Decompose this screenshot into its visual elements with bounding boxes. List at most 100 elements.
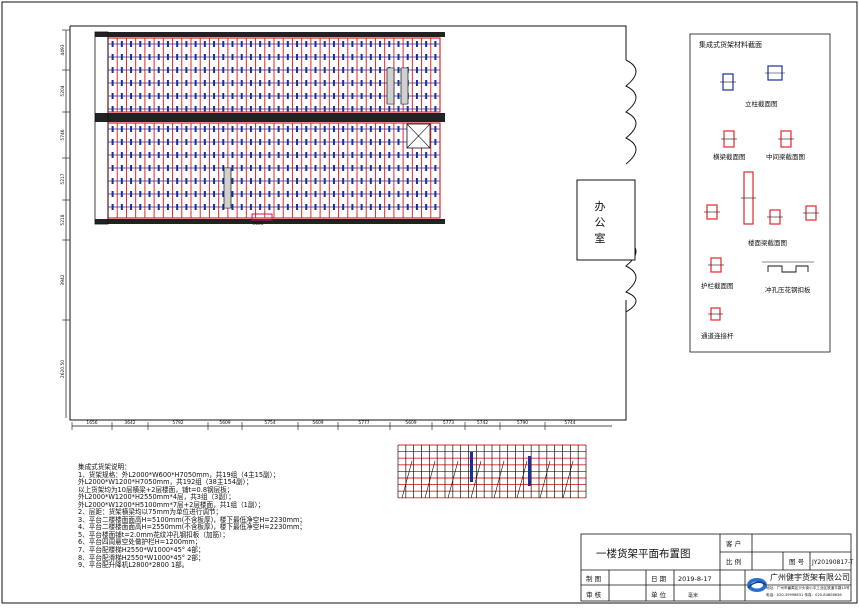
- connector-section-label: 通道连接杆: [701, 331, 734, 340]
- rack-post: [305, 191, 308, 197]
- rack-post: [130, 204, 133, 210]
- rack-post: [249, 54, 252, 60]
- rack-post: [166, 126, 169, 132]
- rack-post: [342, 152, 345, 158]
- guardrail-section-label: 护栏截面图: [701, 281, 734, 290]
- rack-post: [434, 80, 437, 86]
- rack-post: [369, 41, 372, 47]
- bottom-dim-value: 5792: [172, 420, 183, 426]
- rack-post: [176, 126, 179, 132]
- rack-post: [231, 41, 234, 47]
- rack-post: [249, 80, 252, 86]
- rack-post: [379, 126, 382, 132]
- rack-post: [194, 191, 197, 197]
- upright-section-icon: [720, 73, 736, 91]
- rack-post: [286, 152, 289, 158]
- bottom-aisle: [95, 219, 445, 224]
- rack-post: [323, 152, 326, 158]
- rack-post: [388, 191, 391, 197]
- rack-post: [185, 139, 188, 145]
- rack-post: [259, 41, 262, 47]
- rack-post: [111, 165, 114, 171]
- left-dim-value: 2620.50: [60, 360, 66, 378]
- rack-post: [185, 165, 188, 171]
- bottom-dim-value: 5609: [312, 420, 323, 426]
- rack-post: [120, 106, 123, 112]
- rack-post: [305, 80, 308, 86]
- rack-post: [305, 204, 308, 210]
- rack-post: [351, 178, 354, 184]
- rack-post: [111, 204, 114, 210]
- rack-post: [305, 165, 308, 171]
- rack-post: [120, 204, 123, 210]
- rack-post: [268, 54, 271, 60]
- rack-post: [425, 67, 428, 73]
- rack-post: [194, 67, 197, 73]
- rack-post: [203, 106, 206, 112]
- rack-post: [305, 93, 308, 99]
- rack-post: [342, 126, 345, 132]
- rack-post: [369, 80, 372, 86]
- rack-post: [397, 80, 400, 86]
- rack-post: [148, 41, 151, 47]
- rack-post: [296, 204, 299, 210]
- rack-post: [222, 80, 225, 86]
- rack-post: [406, 106, 409, 112]
- middle-aisle: [95, 113, 445, 122]
- rack-post: [120, 126, 123, 132]
- rack-post: [157, 54, 160, 60]
- rack-post: [323, 80, 326, 86]
- rack-post: [231, 152, 234, 158]
- deck-section-label: 冲孔压花钢扣板: [765, 285, 811, 294]
- rack-post: [379, 191, 382, 197]
- rack-post: [415, 152, 418, 158]
- rack-post: [332, 80, 335, 86]
- rack-notes: 集成式货架说明：1、货架规格：外L2000*W600*H7050mm，共19组（…: [78, 463, 408, 570]
- rack-post: [139, 204, 142, 210]
- rack-post: [139, 106, 142, 112]
- rack-post: [157, 67, 160, 73]
- rack-post: [277, 191, 280, 197]
- rack-post: [342, 80, 345, 86]
- office-label-char: 室: [595, 231, 606, 245]
- rack-block-lower: [107, 122, 441, 219]
- rack-post: [360, 165, 363, 171]
- rack-post: [277, 93, 280, 99]
- note-line: 外L2000*W1200*H7050mm，共192组（38主154副）；: [78, 478, 253, 487]
- bottom-dim-value: 5742: [477, 420, 488, 426]
- elevation-brace: [493, 460, 505, 499]
- rack-post: [379, 139, 382, 145]
- rack-post: [314, 41, 317, 47]
- rack-post: [360, 93, 363, 99]
- rack-post: [120, 80, 123, 86]
- rack-post: [194, 106, 197, 112]
- rack-post: [176, 165, 179, 171]
- rack-post: [434, 67, 437, 73]
- rack-post: [296, 106, 299, 112]
- rack-post: [203, 152, 206, 158]
- rack-post: [111, 178, 114, 184]
- rack-post: [240, 191, 243, 197]
- rack-post: [388, 152, 391, 158]
- rack-post: [240, 54, 243, 60]
- rack-post: [111, 191, 114, 197]
- rack-post: [314, 204, 317, 210]
- rack-post: [148, 106, 151, 112]
- rack-post: [176, 67, 179, 73]
- rack-post: [277, 126, 280, 132]
- rack-post: [130, 191, 133, 197]
- rack-post: [139, 165, 142, 171]
- rack-elevation-drawing: [397, 444, 587, 499]
- rack-post: [231, 191, 234, 197]
- rack-post: [213, 139, 216, 145]
- rack-post: [397, 67, 400, 73]
- rack-post: [194, 139, 197, 145]
- rack-post: [120, 93, 123, 99]
- rack-post: [213, 152, 216, 158]
- rack-post: [351, 204, 354, 210]
- rack-post: [434, 126, 437, 132]
- rack-post: [332, 204, 335, 210]
- title-block-grid: [580, 533, 852, 602]
- rack-post: [342, 106, 345, 112]
